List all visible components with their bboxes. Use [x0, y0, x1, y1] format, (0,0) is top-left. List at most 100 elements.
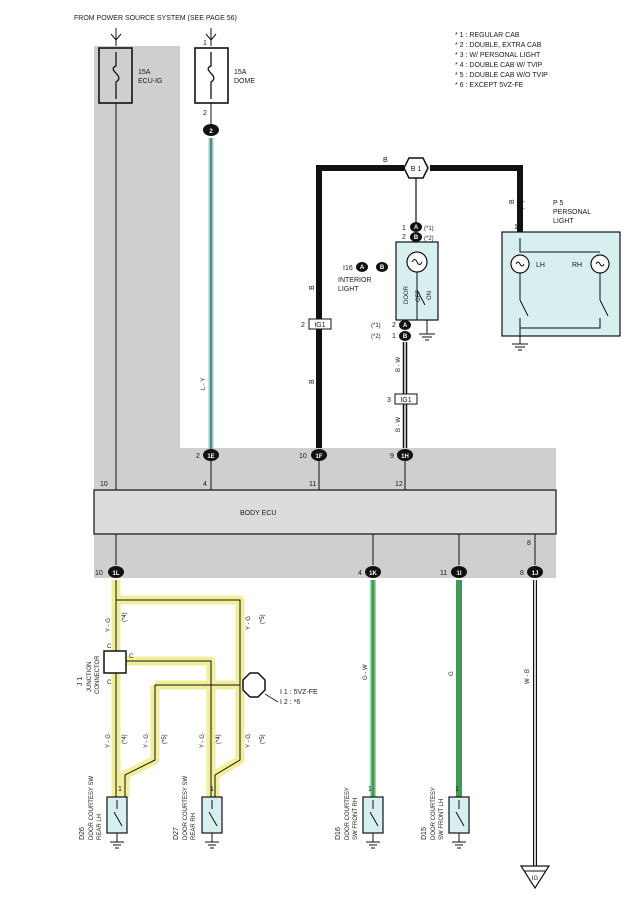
svg-text:1F: 1F [315, 454, 322, 460]
connector-bottom-1k: 4 1K [358, 566, 381, 578]
svg-text:B: B [403, 334, 408, 340]
svg-text:11: 11 [440, 570, 447, 577]
personal-light-name-1: PERSONAL [553, 209, 591, 216]
wire-label-b-2: B [309, 285, 316, 290]
personal-light-lh: LH [536, 262, 545, 269]
d26-code: D26 [79, 827, 86, 840]
svg-text:10: 10 [95, 570, 103, 577]
svg-text:4: 4 [358, 570, 362, 577]
wire-label-b-4: B [509, 199, 516, 204]
ecu-pin-10: 10 [100, 481, 108, 488]
svg-text:1L: 1L [112, 571, 119, 577]
source-note: FROM POWER SOURCE SYSTEM (SEE PAGE 56) [74, 15, 237, 22]
variant-mark-2b: (*2) [371, 334, 381, 340]
d26-label-2: REAR LH [97, 814, 103, 840]
connector-bottom-1j: 8 1J [520, 566, 543, 578]
fuse-dome-pin-bottom: 2 [203, 110, 207, 117]
d27-code: D27 [173, 827, 180, 840]
connector-top-1e: 2 1E [196, 449, 219, 461]
svg-text:2: 2 [196, 453, 200, 460]
variant-mark-2a: (*2) [424, 236, 434, 242]
junction-connector-j1: C C C J 1 JUNCTION CONNECTOR [77, 644, 134, 694]
svg-text:1K: 1K [369, 571, 377, 577]
svg-text:1: 1 [455, 786, 459, 793]
ignition-note-2: I 2 : *6 [280, 699, 300, 706]
svg-text:1J: 1J [532, 571, 539, 577]
svg-text:C: C [107, 680, 112, 686]
svg-text:B: B [380, 265, 385, 271]
wire-g: G [449, 580, 462, 797]
note-3: * 3 : W/ PERSONAL LIGHT [455, 52, 541, 59]
svg-text:2: 2 [209, 129, 213, 135]
connector-2: 2 [203, 124, 219, 136]
wire-label-w-b: W - B [525, 669, 531, 684]
interior-light-bottom-connectors: (*1) 2 A (*2) 1 B [371, 320, 411, 341]
interior-light-on: ON [427, 291, 433, 300]
connector-bottom-1l: 10 1L [95, 566, 124, 578]
variant-mark-3: (*3) [519, 200, 525, 210]
svg-text:2: 2 [402, 234, 406, 241]
d27-label-1: DOOR COURTESY SW [183, 776, 189, 840]
d15-label-1: DOOR COURTESY [431, 787, 437, 840]
note-6: * 6 : EXCEPT 5VZ-FE [455, 82, 524, 89]
wire-label-y-g-5: Y - G [200, 734, 206, 748]
d15-label-2: SW FRONT LH [439, 799, 445, 840]
wire-label-g: G [449, 671, 455, 676]
ecu-pin-4: 4 [203, 481, 207, 488]
ecu-pin-11: 11 [309, 481, 316, 488]
wire-label-y-g-1: Y - G [106, 618, 112, 632]
d16-label-2: SW FRONT RH [353, 798, 359, 840]
variant-mark-5a: (*5) [260, 614, 266, 624]
svg-text:1: 1 [392, 333, 396, 340]
fuse-dome-pin-top: 1 [203, 40, 207, 47]
variant-mark-5c: (*5) [260, 734, 266, 744]
ecu-pin-8: 8 [527, 540, 531, 547]
ground-ig: IG [519, 865, 551, 890]
wire-w-b: W - B [525, 580, 537, 866]
fuse-dome-amp: 15A [234, 69, 247, 76]
wire-label-b-1: B [383, 157, 388, 164]
interior-light-name-1: INTERIOR [338, 277, 371, 284]
svg-text:IG1: IG1 [314, 322, 325, 329]
svg-text:1: 1 [368, 786, 372, 793]
svg-text:B: B [414, 235, 419, 241]
ignition-note-1: I 1 : 5VZ-FE [280, 689, 318, 696]
svg-text:1: 1 [402, 225, 406, 232]
wire-label-y-g-6: Y - G [246, 734, 252, 748]
note-4: * 4 : DOUBLE CAB W/ TVIP [455, 62, 543, 69]
interior-light: DOOR OFF ON [395, 241, 439, 341]
svg-text:2: 2 [392, 322, 396, 329]
svg-text:IG: IG [532, 876, 539, 882]
wire-label-y-g-4: Y - G [144, 734, 150, 748]
interior-light-door: DOOR [404, 285, 410, 304]
svg-text:10: 10 [299, 453, 307, 460]
note-1: * 1 : REGULAR CAB [455, 32, 520, 39]
junction-name-1: JUNCTION [87, 662, 93, 692]
power-arrow-ecu-ig [110, 28, 122, 46]
wire-label-b-w-2: B - W [396, 417, 402, 432]
svg-text:C: C [129, 654, 134, 660]
d15-code: D15 [421, 827, 428, 840]
connector-top-1h: 9 1H [390, 449, 413, 461]
d27-label-2: REAR RH [191, 813, 197, 840]
svg-text:9: 9 [390, 453, 394, 460]
svg-text:8: 8 [520, 570, 524, 577]
wire-label-l-y: L - Y [201, 378, 207, 390]
svg-text:A: A [414, 225, 419, 231]
personal-light-code: P 5 [553, 200, 563, 207]
wire-label-b-3: B [309, 379, 316, 384]
junction-name-2: CONNECTOR [95, 655, 101, 694]
personal-light: 1 P 5 PERSONAL LIGHT LH RH [501, 200, 621, 351]
personal-light-name-2: LIGHT [553, 218, 574, 225]
junction-b1: B 1 [403, 157, 429, 179]
fuse-dome: 1 2 15A DOME [194, 40, 255, 117]
variant-mark-4c: (*4) [216, 734, 222, 744]
wire-label-g-w: G - W [363, 664, 369, 680]
connector-ig1-b: IG1 3 [387, 393, 418, 405]
interior-light-labels: I16 A B INTERIOR LIGHT [338, 262, 388, 293]
variant-notes: * 1 : REGULAR CAB * 2 : DOUBLE, EXTRA CA… [455, 32, 548, 89]
d26-label-1: DOOR COURTESY SW [89, 776, 95, 840]
d16-code: D16 [335, 827, 342, 840]
wire-y-g-network: Y - G (*4) Y - G (*5) Y - G (*4) Y - G (… [106, 580, 266, 797]
